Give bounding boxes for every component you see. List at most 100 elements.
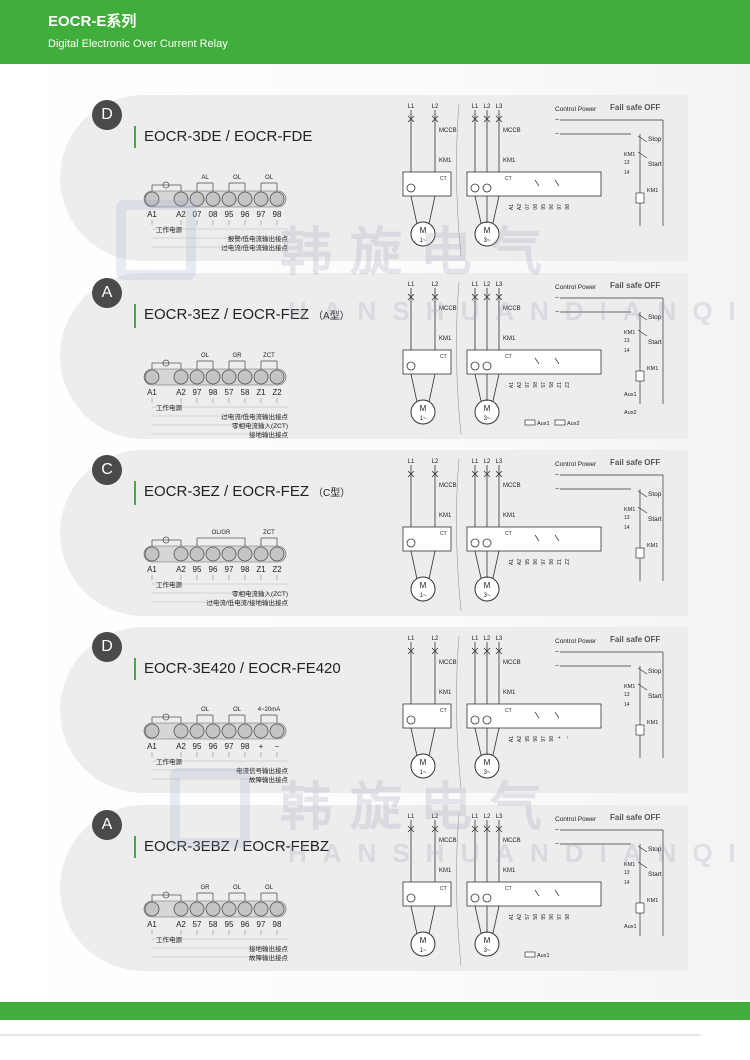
motor-phase-label: 1~: [420, 770, 427, 776]
terminal-screw-icon: [269, 191, 285, 207]
model-name: EOCR-3EZ / EOCR-FEZ: [144, 483, 310, 500]
line-label: L3: [496, 282, 503, 288]
terminal-label: A2: [176, 565, 186, 574]
relay-terminal-label: 98: [533, 382, 539, 388]
terminal-label: Z1: [256, 388, 266, 397]
line-label: L2: [432, 814, 439, 820]
terminal-screw-icon: [269, 546, 285, 562]
terminal-label: Z2: [272, 565, 282, 574]
terminal-description: 零相电流输入(ZCT): [232, 589, 288, 598]
line-label: L1: [408, 459, 415, 465]
motor-icon: [410, 221, 436, 247]
terminal-label: 58: [241, 388, 250, 397]
terminal-screw-icon: [189, 369, 205, 385]
model-title: EOCR-3EBZ / EOCR-FEBZ: [134, 836, 329, 858]
terminal-description: 电流信号输出接点: [236, 766, 289, 775]
relay-terminal-label: 97: [525, 382, 531, 388]
watermark-en: HANSHUANDIANQI: [288, 838, 750, 868]
relay-box: [466, 703, 602, 729]
ac-symbol: ~: [555, 295, 559, 302]
breaker-icon: [471, 115, 479, 123]
relay-contact-icon: [534, 711, 560, 719]
line-label: L3: [496, 814, 503, 820]
terminal-label: 58: [209, 920, 218, 929]
terminal-label: A1: [147, 210, 157, 219]
relay-terminal-label: 98: [565, 204, 571, 210]
contact-group-label: GR: [201, 885, 211, 891]
terminal-screw-icon: [269, 723, 285, 739]
breaker-icon: [407, 647, 415, 655]
stop-label: Stop: [648, 668, 662, 675]
km1-label: KM1: [624, 684, 635, 690]
contact-number: 14: [624, 880, 630, 886]
terminal-label: A2: [176, 920, 186, 929]
breaker-icon: [495, 825, 503, 833]
motor-icon: [410, 931, 436, 957]
aux2-label: Aux2: [567, 421, 580, 427]
relay-terminal-label: A2: [517, 559, 523, 565]
model-name: EOCR-3DE / EOCR-FDE: [144, 128, 313, 145]
watermark-cn: 韩旋电气: [280, 224, 561, 282]
terminal-label: A1: [147, 742, 157, 751]
relay-terminal-label: 95: [541, 914, 547, 920]
aux1-label: Aux1: [537, 953, 550, 959]
terminal-screw-icon: [144, 901, 160, 917]
terminal-label: A1: [147, 388, 157, 397]
terminal-screw-icon: [173, 369, 189, 385]
relay-terminal-label: 08: [533, 204, 539, 210]
minus-symbol: −: [555, 131, 559, 138]
terminal-label: 97: [225, 742, 234, 751]
terminal-screw-icon: [189, 723, 205, 739]
relay-terminal-label: 97: [541, 736, 547, 742]
motor-icon: [410, 753, 436, 779]
relay-contact-icon: [534, 889, 560, 897]
minus-symbol: −: [555, 841, 559, 848]
control-power-label: Control Power: [555, 816, 597, 823]
terminal-label: 95: [225, 210, 234, 219]
km1-coil-label: KM1: [647, 543, 658, 549]
contact-group-label: OL: [201, 707, 210, 713]
control-power-label: Control Power: [555, 106, 597, 113]
contact-number: 14: [624, 525, 630, 531]
contact-number: 13: [624, 515, 630, 521]
line-label: L1: [408, 104, 415, 110]
motor-label: M: [484, 581, 491, 590]
push-button-icon: [637, 313, 648, 337]
terminal-description: 过电流/低电流/接地输出接点: [206, 598, 288, 607]
terminal-screw-icon: [221, 901, 237, 917]
ct-label: CT: [505, 708, 512, 714]
watermark-cn: 韩旋电气: [280, 779, 561, 837]
relay-terminal-label: 96: [533, 736, 539, 742]
terminal-description: 工作电源: [156, 225, 183, 234]
section-badge: D: [92, 100, 122, 130]
relay-terminal-label: Z2: [565, 559, 571, 565]
contact-number: 14: [624, 348, 630, 354]
relay-terminal-label: A2: [517, 736, 523, 742]
terminal-screw-icon: [189, 546, 205, 562]
motor-phase-label: 3~: [484, 593, 491, 599]
terminal-label: 96: [241, 920, 250, 929]
ct-label: CT: [505, 176, 512, 182]
relay-box: [466, 881, 602, 907]
terminal-label: A2: [176, 388, 186, 397]
breaker-icon: [495, 647, 503, 655]
relay-contact-icon: [534, 179, 560, 187]
ct-label: CT: [505, 531, 512, 537]
terminal-screw-icon: [144, 191, 160, 207]
contact-number: 13: [624, 870, 630, 876]
fail-safe-label: Fail safe OFF: [610, 813, 660, 822]
push-button-icon: [637, 490, 648, 514]
contact-group-label: ZCT: [263, 353, 275, 359]
line-label: L2: [484, 104, 491, 110]
line-label: L1: [408, 636, 415, 642]
relay-terminal-label: 95: [525, 559, 531, 565]
terminal-screw-icon: [253, 369, 269, 385]
push-button-icon: [637, 845, 648, 869]
relay-terminal-label: 58: [549, 382, 555, 388]
terminal-description: 零相电流输入(ZCT): [232, 421, 288, 430]
km1-label: KM1: [624, 507, 635, 513]
line-label: L1: [472, 636, 479, 642]
model-name: EOCR-3EZ / EOCR-FEZ: [144, 306, 310, 323]
motor-phase-label: 3~: [484, 416, 491, 422]
